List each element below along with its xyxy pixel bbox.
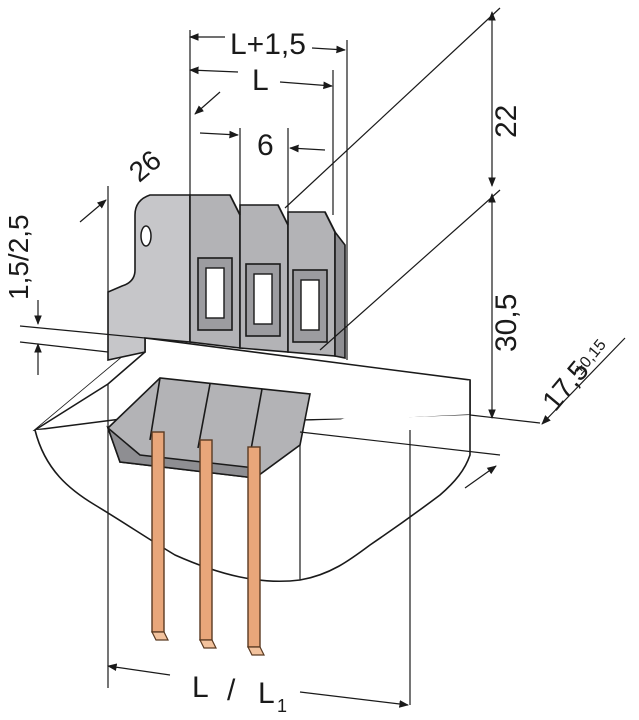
terminal-housing-upper (107, 194, 346, 361)
dim-pcb-thickness-label: 1,5/2,5 (3, 214, 34, 300)
dim-bottom-l1-label: L (258, 677, 275, 710)
mounting-hole (140, 225, 152, 247)
solder-pins (151, 431, 265, 656)
wire-entry-openings (197, 257, 328, 343)
dim-h-22-label: 22 (490, 105, 523, 138)
dim-angle-26-label: 26 (123, 144, 167, 188)
dim-slash-label: / (227, 674, 236, 707)
dimension-lines (19, 7, 626, 708)
dim-17-5-group: 17,5 ±0,15 (536, 336, 610, 416)
dim-h-30-5-label: 30,5 (490, 294, 523, 352)
dim-bottom-l-label: L (192, 671, 209, 704)
dim-l-top-label: L (252, 64, 269, 97)
dim-bottom-l1-subscript: 1 (277, 696, 287, 716)
dim-l-plus-label: L+1,5 (230, 28, 306, 61)
dim-pitch-6-label: 6 (257, 129, 274, 162)
